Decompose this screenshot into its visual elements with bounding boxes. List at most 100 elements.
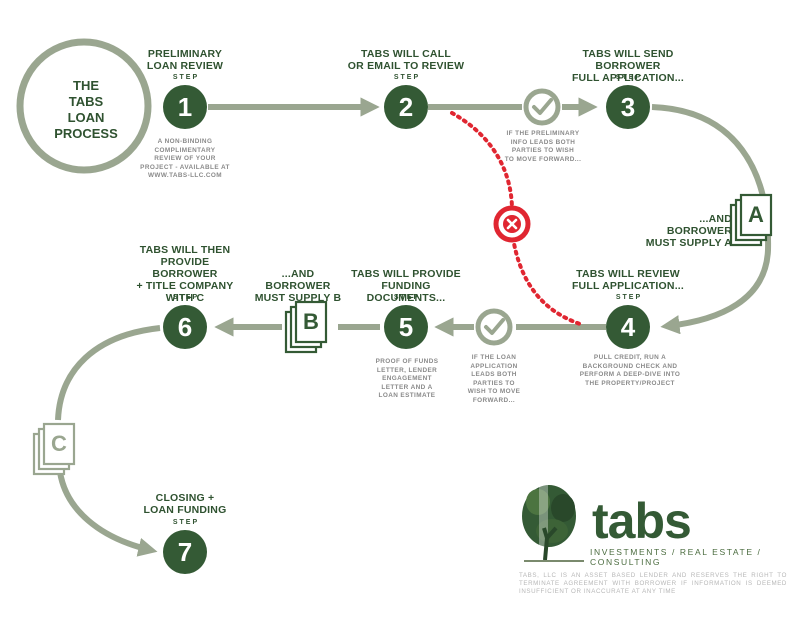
disclaimer-text: TABS, LLC IS AN ASSET BASED LENDER AND R… — [519, 572, 787, 595]
step-3-circle: 3 — [606, 85, 650, 129]
heading-line: PROVIDE BORROWER — [152, 256, 218, 280]
title-ring — [16, 38, 152, 174]
check-icon — [523, 88, 561, 126]
reject-path-lower — [511, 236, 582, 326]
check-icon — [475, 308, 513, 346]
title-line: PROCESS — [54, 126, 118, 141]
step-label: STEP — [172, 294, 200, 301]
note-line: PROOF OF FUNDS — [375, 358, 439, 365]
note-line: PARTIES TO WISH — [511, 147, 575, 155]
title-line: THE — [73, 78, 99, 93]
step-2-heading: TABS WILL CALL OR EMAIL TO REVIEW — [346, 48, 466, 72]
heading-line: CLOSING + — [155, 492, 215, 504]
title-line: LOAN — [67, 110, 105, 125]
step-number: 3 — [620, 91, 636, 122]
note-line: THE PROPERTY/PROJECT — [585, 379, 675, 387]
step-label: STEP — [393, 74, 421, 81]
note-line: WISH TO MOVE — [467, 388, 521, 396]
step-5-note: PROOF OF FUNDS LETTER, LENDER ENGAGEMENT… — [366, 358, 448, 401]
heading-line: LOAN REVIEW — [146, 60, 224, 72]
reject-x-icon — [493, 205, 531, 243]
heading-line: FULL APPLICATION... — [571, 72, 685, 84]
step-6-circle: 6 — [163, 305, 207, 349]
step-label: STEP — [615, 294, 643, 301]
step-2-circle: 2 — [384, 85, 428, 129]
note-line: LETTER, LENDER — [376, 366, 438, 374]
step-3-heading: TABS WILL SEND BORROWER FULL APPLICATION… — [553, 48, 703, 84]
note-line: REVIEW OF YOUR — [154, 155, 216, 163]
step-1-note: A NON-BINDING COMPLIMENTARY REVIEW OF YO… — [135, 138, 235, 181]
process-title: THE TABS LOAN PROCESS — [30, 78, 142, 142]
check-2-note: IF THE LOAN APPLICATION LEADS BOTH PARTI… — [458, 354, 530, 406]
heading-line: FULL APPLICATION... — [571, 280, 685, 292]
step-label: STEP — [393, 294, 421, 301]
heading-line: LOAN FUNDING — [143, 504, 227, 516]
step-number: 1 — [177, 91, 193, 122]
note-line: BACKGROUND CHECK AND — [582, 362, 678, 370]
heading-line: TABS WILL CALL — [361, 48, 451, 60]
note-line: PARTIES TO — [473, 379, 515, 387]
title-line: TABS — [68, 94, 104, 109]
label-line: MUST SUPPLY B — [254, 292, 342, 304]
note-line: ENGAGEMENT — [382, 375, 432, 383]
step-label: STEP — [172, 74, 200, 81]
heading-line: OR EMAIL TO REVIEW — [347, 60, 465, 72]
step-1-heading: PRELIMINARY LOAN REVIEW — [130, 48, 240, 72]
reject-path-upper — [450, 111, 514, 212]
step-label: STEP — [615, 74, 643, 81]
step-number: 4 — [620, 311, 636, 342]
arrow-c-to-7 — [57, 471, 158, 557]
heading-line: TABS WILL THEN — [139, 244, 231, 256]
note-line: APPLICATION — [470, 362, 518, 370]
line-6-to-c — [55, 325, 161, 421]
step-4-circle: 4 — [606, 305, 650, 349]
check-1-note: IF THE PRELIMINARY INFO LEADS BOTH PARTI… — [502, 130, 584, 164]
step-7-heading: CLOSING + LOAN FUNDING — [130, 492, 240, 516]
supply-b-label: ...AND BORROWER MUST SUPPLY B — [248, 268, 348, 304]
heading-line: FUNDING DOCUMENTS... — [366, 280, 446, 304]
note-line: LEADS BOTH — [471, 371, 517, 379]
step-5-circle: 5 — [384, 305, 428, 349]
note-line: FORWARD... — [472, 396, 516, 404]
label-line: ...AND BORROWER — [666, 213, 732, 237]
label-line: ...AND BORROWER — [265, 268, 331, 292]
step-number: 2 — [398, 91, 414, 122]
document-a-letter: A — [748, 202, 764, 227]
note-line: IF THE PRELIMINARY — [506, 130, 580, 137]
heading-line: TABS WILL REVIEW — [576, 268, 680, 280]
heading-line: WITH C — [165, 292, 205, 304]
heading-line: TABS WILL PROVIDE — [351, 268, 461, 280]
note-line: INFO LEADS BOTH — [510, 138, 576, 146]
note-line: PERFORM A DEEP-DIVE INTO — [579, 371, 681, 379]
document-c-icon — [32, 422, 76, 476]
step-4-heading: TABS WILL REVIEW FULL APPLICATION... — [568, 268, 688, 292]
heading-line: TABS WILL SEND BORROWER — [582, 48, 674, 72]
heading-line: + TITLE COMPANY — [136, 280, 234, 292]
step-6-heading: TABS WILL THEN PROVIDE BORROWER + TITLE … — [130, 244, 240, 304]
step-1-circle: 1 — [163, 85, 207, 129]
note-line: TO MOVE FORWARD... — [504, 155, 582, 163]
step-number: 7 — [177, 536, 193, 567]
document-a-icon — [729, 193, 773, 247]
note-line: WWW.TABS-LLC.COM — [147, 172, 223, 180]
note-line: LETTER AND A — [381, 383, 433, 391]
note-line: PULL CREDIT, RUN A — [593, 354, 667, 361]
supply-a-label: ...AND BORROWER MUST SUPPLY A — [640, 213, 732, 249]
note-line: COMPLIMENTARY — [154, 146, 216, 154]
note-line: A NON-BINDING — [157, 138, 213, 145]
note-line: IF THE LOAN — [471, 354, 517, 361]
logo-tagline: INVESTMENTS / REAL ESTATE / CONSULTING — [590, 547, 762, 567]
label-line: MUST SUPPLY A — [645, 237, 732, 249]
step-4-note: PULL CREDIT, RUN A BACKGROUND CHECK AND … — [575, 354, 685, 388]
arrow-3-to-4 — [651, 104, 772, 335]
step-7-circle: 7 — [163, 530, 207, 574]
step-5-heading: TABS WILL PROVIDE FUNDING DOCUMENTS... — [346, 268, 466, 304]
note-line: LOAN ESTIMATE — [378, 392, 436, 400]
note-line: PROJECT - AVAILABLE AT — [140, 163, 230, 171]
tree-logo-icon — [522, 480, 584, 562]
step-label: STEP — [172, 519, 200, 526]
document-b-icon — [284, 300, 328, 354]
step-number: 6 — [177, 311, 193, 342]
